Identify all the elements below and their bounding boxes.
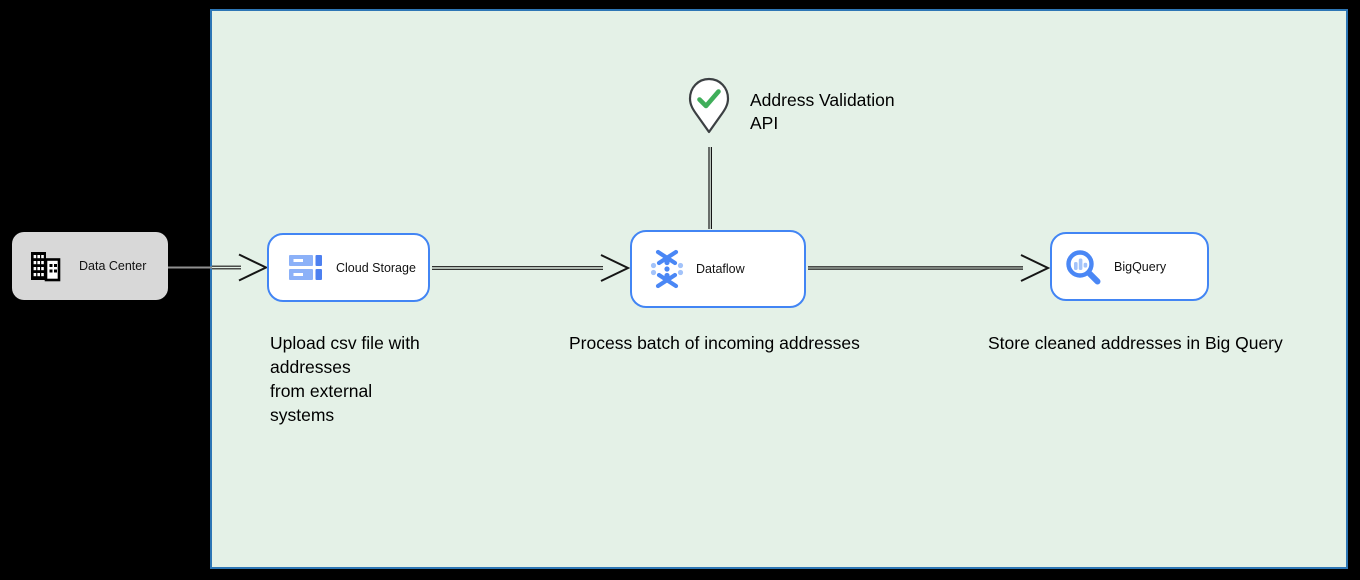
bigquery-label: BigQuery [1114, 259, 1167, 274]
data-center-label: Data Center [79, 259, 147, 273]
bigquery-icon [1064, 248, 1102, 286]
data-center-node: Data Center [12, 232, 168, 300]
dataflow-label: Dataflow [696, 262, 745, 276]
building-icon [28, 249, 62, 283]
cloud-storage-node: Cloud Storage [267, 233, 430, 302]
bigquery-node: BigQuery [1050, 232, 1209, 301]
store-note: Store cleaned addresses in Big Query [988, 333, 1283, 353]
map-pin-check-icon [687, 77, 731, 140]
address-validation-label: Address Validation API [750, 90, 895, 133]
dataflow-node: Dataflow [630, 230, 806, 308]
cloud-storage-icon [288, 254, 323, 282]
upload-note: Upload csv file with addresses from exte… [270, 333, 420, 425]
process-note: Process batch of incoming addresses [569, 333, 860, 353]
dataflow-icon [648, 248, 686, 290]
cloud-storage-label: Cloud Storage [336, 260, 416, 275]
